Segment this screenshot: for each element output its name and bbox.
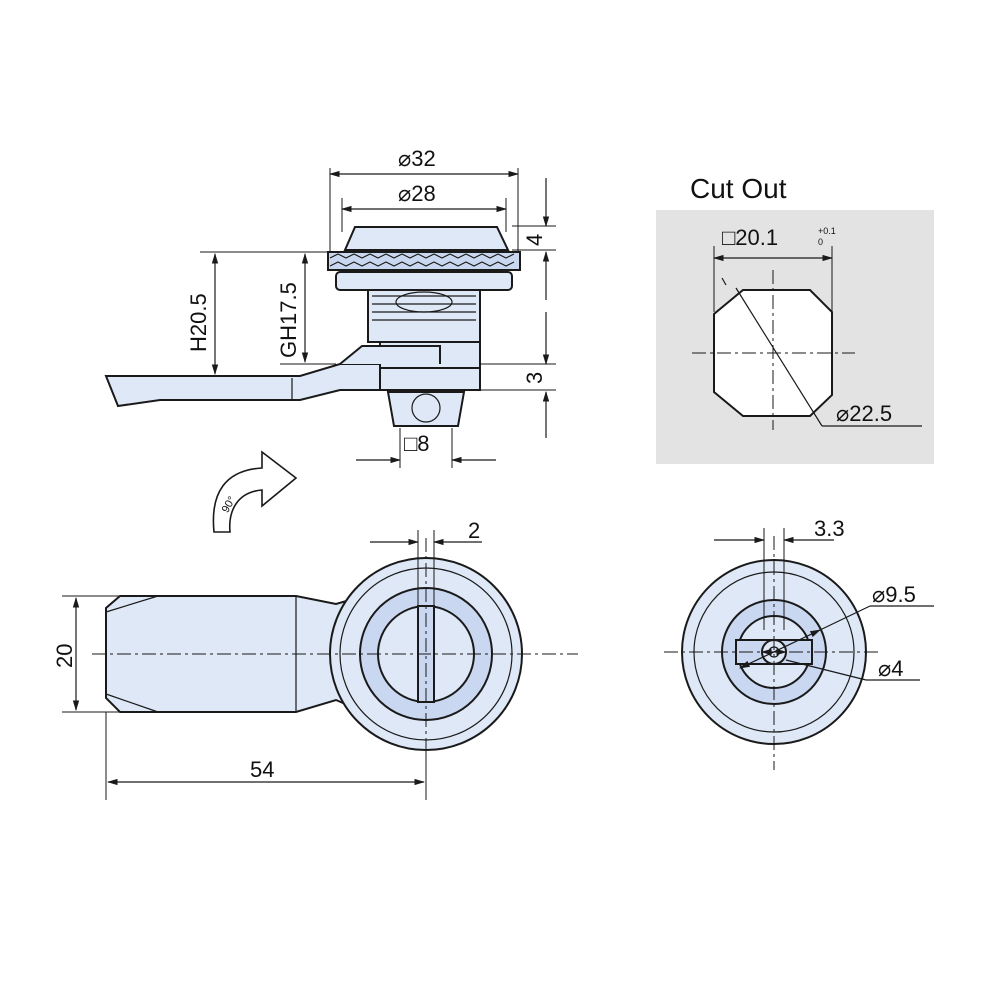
dim-d4-label: ⌀4: [878, 656, 904, 681]
dim-h3-label: 3: [522, 372, 547, 384]
cutout-square-label: □20.1: [722, 225, 778, 250]
dim-w2-label: 2: [468, 518, 480, 543]
cutout-tol-lower: 0: [818, 237, 823, 247]
dim-sq8-label: □8: [404, 431, 430, 456]
dim-d28-label: ⌀28: [398, 181, 436, 206]
cutout-title: Cut Out: [690, 173, 787, 204]
rotation-arrow-icon: 90°: [212, 450, 298, 533]
rear-view: 3.3 ⌀9.5 ⌀4: [664, 516, 934, 770]
dim-d32-label: ⌀32: [398, 146, 436, 171]
dim-l54-label: 54: [250, 757, 274, 782]
dim-gh17-5-label: GH17.5: [276, 282, 301, 358]
cutout-diameter-label: ⌀22.5: [836, 401, 892, 426]
side-view: ⌀32 ⌀28 4 3: [104, 146, 556, 468]
dim-h4-label: 4: [522, 234, 547, 246]
front-view: 2 20 54: [52, 518, 578, 800]
cutout-tol-upper: +0.1: [818, 226, 836, 236]
dim-h20-5-label: H20.5: [186, 293, 211, 352]
dim-h20-label: 20: [52, 644, 77, 668]
dim-w3-3-label: 3.3: [814, 516, 845, 541]
dim-d9-5-label: ⌀9.5: [872, 582, 916, 607]
cutout-panel: Cut Out □20.1 +0.1 0 ⌀22.5: [656, 173, 934, 464]
